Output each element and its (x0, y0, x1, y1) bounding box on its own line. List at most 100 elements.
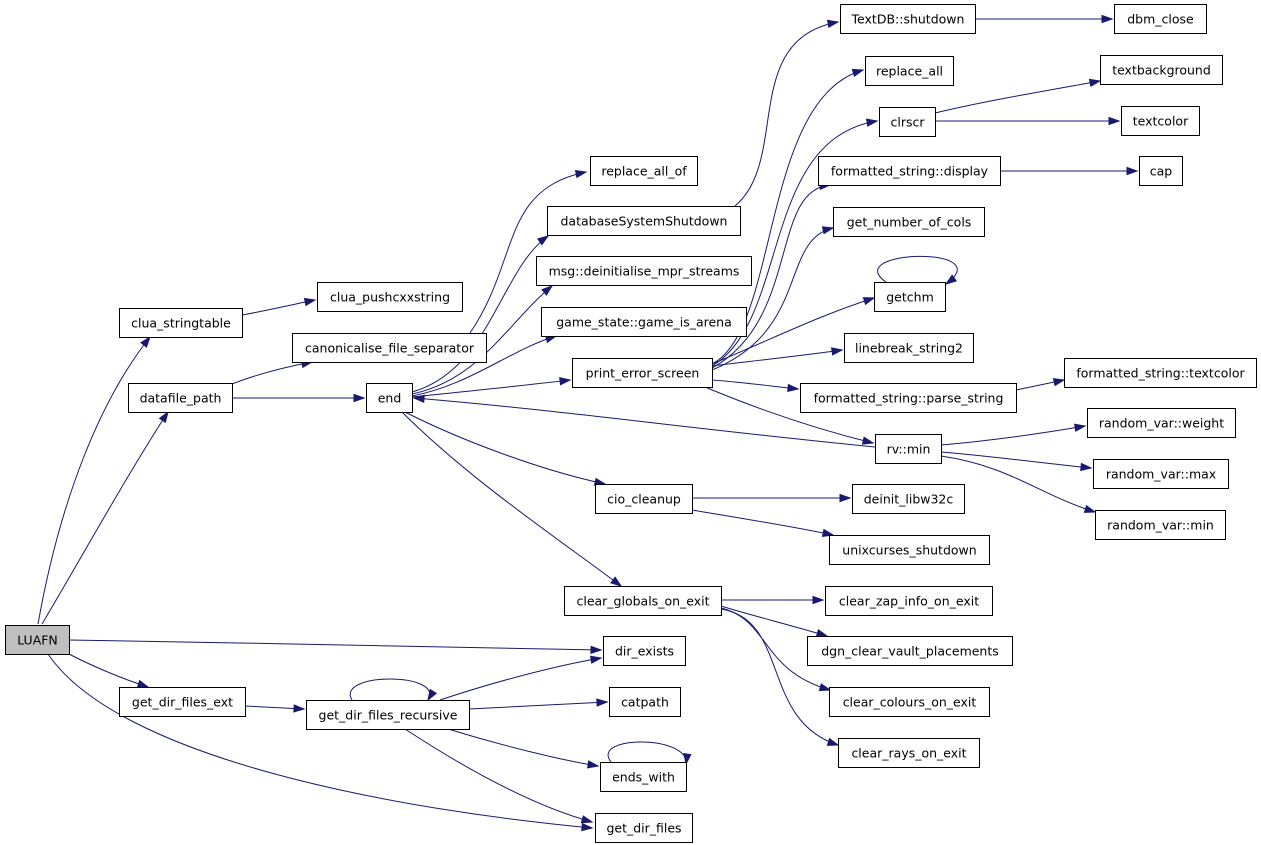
arrowhead (412, 394, 425, 404)
edge-print_error_screen-to-linebreak_string2 (711, 347, 844, 367)
node-dbm_close[interactable]: dbm_close (1114, 4, 1207, 34)
edge-print_error_screen-to-getchm (711, 297, 876, 365)
edge-line (241, 299, 316, 316)
node-clear_zap_info_on_exit[interactable]: clear_zap_info_on_exit (825, 586, 993, 616)
arrowhead (1073, 423, 1087, 432)
node-box (875, 434, 942, 464)
node-rand_max[interactable]: random_var::max (1093, 459, 1229, 489)
node-textdb_shutdown[interactable]: TextDB::shutdown (840, 4, 976, 34)
node-rand_min[interactable]: random_var::min (1095, 510, 1226, 540)
arrowhead (353, 393, 366, 403)
edge-print_error_screen-to-clrscr (711, 118, 879, 367)
node-label: replace_all (876, 64, 943, 79)
node-label: random_var::max (1106, 467, 1216, 482)
node-clear_colours_on_exit[interactable]: clear_colours_on_exit (829, 687, 990, 717)
node-fs_display[interactable]: formatted_string::display (818, 156, 1001, 186)
node-box (829, 535, 990, 565)
node-deinit_libw32c[interactable]: deinit_libw32c (852, 484, 965, 514)
edge-end-to-print_error_screen (411, 377, 572, 398)
node-box (865, 56, 954, 86)
edge-get_dir_files_recursive-to-dir_exists (439, 655, 603, 701)
node-label: cio_cleanup (607, 492, 681, 507)
node-game_is_arena[interactable]: game_state::game_is_arena (541, 307, 747, 337)
node-label: TextDB::shutdown (851, 12, 965, 27)
node-ends_with[interactable]: ends_with (600, 762, 687, 792)
node-label: formatted_string::textcolor (1076, 366, 1245, 381)
edge-luafn-to-clua_stringtable (37, 335, 151, 625)
node-box (879, 107, 936, 137)
arrowhead (818, 683, 832, 692)
node-msg_deinit[interactable]: msg::deinitialise_mpr_streams (536, 256, 752, 286)
edge-line (349, 678, 431, 701)
node-box (838, 738, 980, 768)
node-box (572, 358, 713, 388)
edge-line (468, 701, 608, 710)
node-label: dgn_clear_vault_placements (821, 644, 999, 659)
node-textcolor[interactable]: textcolor (1121, 106, 1200, 136)
node-box (833, 207, 985, 237)
edge-line (41, 411, 169, 625)
node-replace_all_of[interactable]: replace_all_of (590, 156, 698, 186)
node-label: canonicalise_file_separator (305, 341, 475, 356)
node-luafn[interactable]: LUAFN (5, 625, 70, 655)
node-label: cap (1150, 164, 1173, 179)
node-replace_all[interactable]: replace_all (865, 56, 954, 86)
node-box (800, 383, 1017, 413)
node-textbackground[interactable]: textbackground (1100, 55, 1223, 85)
node-print_error_screen[interactable]: print_error_screen (572, 358, 713, 388)
nodes-layer: LUAFNclua_stringtableclua_pushcxxstringd… (5, 4, 1257, 843)
edge-print_error_screen-to-rv_min (704, 386, 875, 445)
node-box (852, 484, 965, 514)
node-box (829, 687, 990, 717)
node-cio_cleanup[interactable]: cio_cleanup (595, 484, 693, 514)
edge-datafile_path-to-canonicalise_file_separator (231, 359, 314, 385)
edge-line (711, 184, 831, 369)
node-get_dir_files_ext[interactable]: get_dir_files_ext (119, 687, 246, 717)
node-label: clear_colours_on_exit (843, 695, 977, 710)
node-end[interactable]: end (366, 383, 413, 413)
node-unixcurses_shutdown[interactable]: unixcurses_shutdown (829, 535, 990, 565)
edge-line (711, 69, 864, 365)
node-fs_textcolor[interactable]: formatted_string::textcolor (1064, 358, 1257, 388)
node-get_dir_files[interactable]: get_dir_files (595, 813, 693, 843)
node-linebreak_string2[interactable]: linebreak_string2 (844, 333, 974, 363)
edge-clear_globals_on_exit-to-dgn_clear_vault_placements (720, 605, 829, 638)
node-get_number_of_cols[interactable]: get_number_of_cols (833, 207, 985, 237)
arrowhead (1108, 116, 1121, 126)
node-getchm[interactable]: getchm (874, 282, 946, 312)
node-clrscr[interactable]: clrscr (879, 107, 936, 137)
node-get_dir_files_recursive[interactable]: get_dir_files_recursive (306, 700, 470, 730)
node-datafile_path[interactable]: datafile_path (128, 383, 233, 413)
edge-rv_min-to-rand_max (940, 451, 1093, 472)
node-label: msg::deinitialise_mpr_streams (549, 264, 740, 279)
node-clear_globals_on_exit[interactable]: clear_globals_on_exit (564, 586, 722, 616)
arrowhead (831, 347, 844, 356)
node-label: formatted_string::display (831, 164, 989, 179)
node-fs_parse_string[interactable]: formatted_string::parse_string (800, 383, 1017, 413)
edge-line (411, 285, 553, 395)
node-dir_exists[interactable]: dir_exists (603, 636, 686, 666)
node-box (306, 700, 470, 730)
arrowhead (812, 595, 825, 605)
node-cap[interactable]: cap (1139, 156, 1183, 186)
node-box (1121, 106, 1200, 136)
edge-rv_min-to-rand_min (940, 455, 1097, 513)
arrowhead (1101, 14, 1114, 24)
node-label: ends_with (612, 770, 675, 785)
node-rand_weight[interactable]: random_var::weight (1087, 408, 1236, 438)
node-rv_min[interactable]: rv::min (875, 434, 942, 464)
node-box (541, 307, 747, 337)
edge-fs_parse_string-to-fs_textcolor (1015, 378, 1066, 391)
node-dgn_clear_vault_placements[interactable]: dgn_clear_vault_placements (807, 636, 1013, 666)
node-box (1064, 358, 1257, 388)
node-clua_pushcxxstring[interactable]: clua_pushcxxstring (317, 282, 463, 312)
node-databaseSystemShutdown[interactable]: databaseSystemShutdown (547, 206, 741, 236)
node-canonicalise_file_separator[interactable]: canonicalise_file_separator (292, 333, 487, 363)
node-box (609, 687, 681, 717)
arrowhead (826, 19, 840, 28)
node-clear_rays_on_exit[interactable]: clear_rays_on_exit (838, 738, 980, 768)
node-clua_stringtable[interactable]: clua_stringtable (119, 308, 243, 338)
edge-clear_globals_on_exit-to-clear_rays_on_exit (720, 608, 840, 746)
node-catpath[interactable]: catpath (609, 687, 681, 717)
